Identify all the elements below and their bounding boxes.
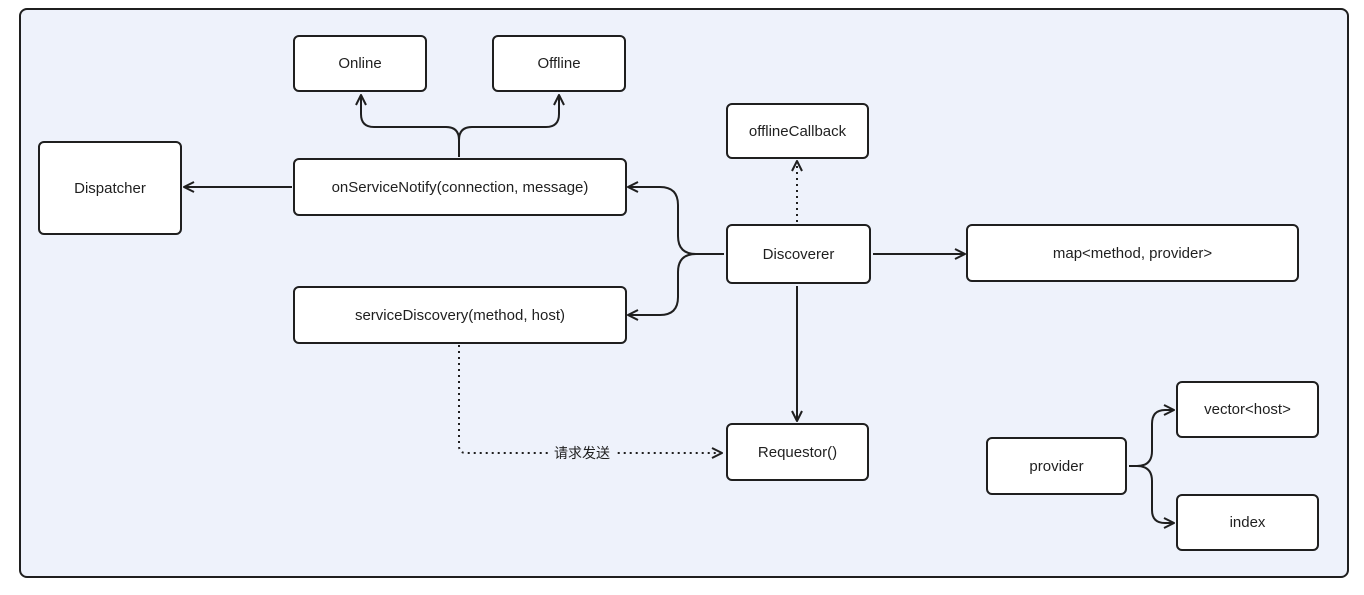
node-online[interactable]: Online: [293, 35, 427, 92]
node-requestor[interactable]: Requestor(): [726, 423, 869, 481]
node-dispatcher[interactable]: Dispatcher: [38, 141, 182, 235]
edge-provider-to-vector: [1129, 404, 1175, 467]
edge-discoverer-to-servicediscovery: [627, 253, 697, 321]
edge-discoverer-to-notify: [627, 181, 724, 255]
edge-provider-to-index: [1136, 465, 1175, 529]
node-index[interactable]: index: [1176, 494, 1319, 551]
node-offline[interactable]: Offline: [492, 35, 626, 92]
edge-label-request-send: 请求发送: [548, 443, 616, 463]
edge-servicediscovery-to-requestor: [458, 345, 723, 459]
node-vector-host[interactable]: vector<host>: [1176, 381, 1319, 438]
diagram-canvas: [19, 8, 1349, 578]
node-map-method-provider[interactable]: map<method, provider>: [966, 224, 1299, 282]
edge-notify-to-offline: [458, 94, 565, 141]
node-provider[interactable]: provider: [986, 437, 1127, 495]
node-service-discovery[interactable]: serviceDiscovery(method, host): [293, 286, 627, 344]
node-discoverer[interactable]: Discoverer: [726, 224, 871, 284]
node-on-service-notify[interactable]: onServiceNotify(connection, message): [293, 158, 627, 216]
node-offline-callback[interactable]: offlineCallback: [726, 103, 869, 159]
edge-notify-to-online: [355, 94, 460, 157]
